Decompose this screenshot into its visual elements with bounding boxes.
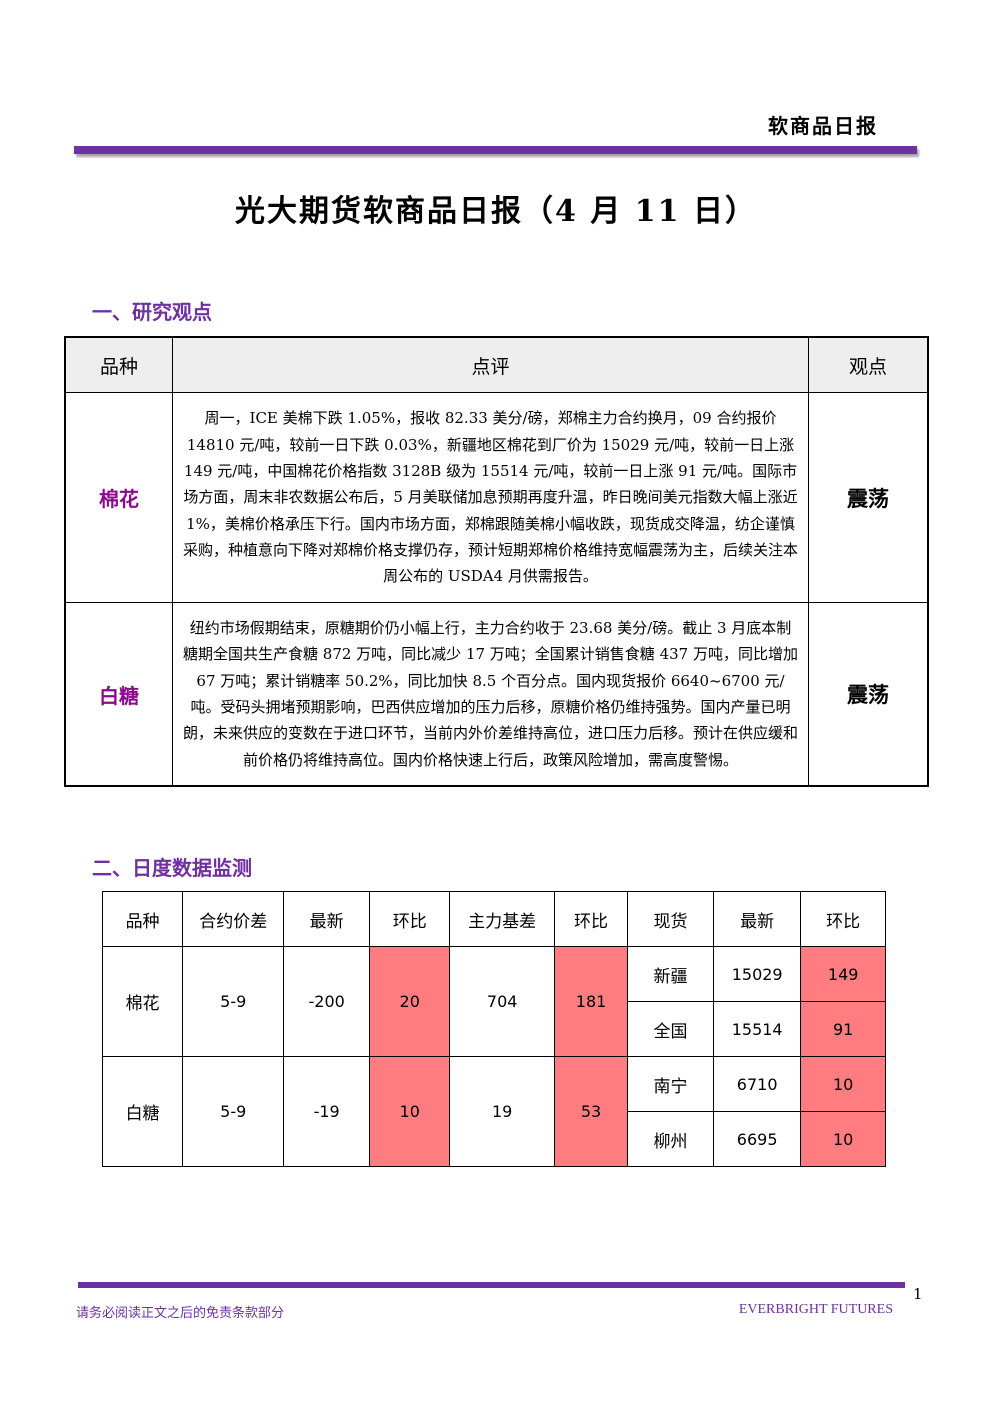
header-title: 软商品日报: [768, 114, 878, 138]
table-row: 柳州 6695 10: [103, 1111, 886, 1167]
header-divider: [74, 146, 917, 154]
column-header-basis-change: 环比: [553, 891, 629, 947]
column-header-spot-latest: 最新: [712, 891, 802, 947]
table-row: 全国 15514 91: [103, 1001, 886, 1057]
change-cell: 10: [369, 1056, 451, 1167]
table-row: 棉花 5-9 -200 20 704 181 新疆 15029 149: [101, 946, 886, 1057]
spot-name-cell: 全国: [627, 1001, 714, 1057]
opinion-cell: 震荡: [808, 602, 929, 787]
column-header-basis: 主力基差: [449, 891, 555, 947]
spot-latest-cell: 15029: [712, 946, 802, 1002]
spot-name-cell: 新疆: [627, 946, 714, 1002]
latest-cell: -200: [283, 946, 371, 1057]
spot-change-cell: 149: [800, 946, 886, 1002]
comment-cell: 纽约市场假期结束，原糖期价仍小幅上行，主力合约收于 23.68 美分/磅。截止 …: [172, 602, 809, 787]
variety-cell: 白糖: [101, 1056, 184, 1167]
variety-cell: 白糖: [64, 602, 173, 787]
change-cell: 20: [369, 946, 451, 1057]
spread-cell: 5-9: [182, 946, 285, 1057]
spot-name-cell: 柳州: [627, 1111, 714, 1167]
page-number: 1: [913, 1285, 923, 1303]
comment-cell: 周一，ICE 美棉下跌 1.05%，报收 82.33 美分/磅，郑棉主力合约换月…: [172, 392, 809, 603]
spot-change-cell: 10: [800, 1111, 886, 1167]
column-header-spot: 现货: [627, 891, 714, 947]
spot-latest-cell: 15514: [712, 1001, 802, 1057]
column-header-latest: 最新: [283, 891, 371, 947]
spot-latest-cell: 6710: [712, 1056, 802, 1112]
basis-change-cell: 53: [553, 1056, 629, 1167]
document-title: 光大期货软商品日报（4 月 11 日）: [235, 194, 757, 229]
footer-divider: [78, 1282, 905, 1288]
spot-change-cell: 91: [800, 1001, 886, 1057]
basis-cell: 19: [449, 1056, 555, 1167]
disclaimer-note: 请务必阅读正文之后的免责条款部分: [76, 1306, 285, 1321]
column-header-opinion: 观点: [808, 336, 929, 393]
spread-cell: 5-9: [182, 1056, 285, 1167]
basis-change-cell: 181: [553, 946, 629, 1057]
section-heading-daily-data: 二、日度数据监测: [92, 856, 252, 880]
latest-cell: -19: [283, 1056, 371, 1167]
table-row: 白糖 纽约市场假期结束，原糖期价仍小幅上行，主力合约收于 23.68 美分/磅。…: [64, 602, 929, 787]
table-header-row: 品种 合约价差 最新 环比 主力基差 环比 现货 最新 环比: [101, 891, 886, 947]
variety-cell: 棉花: [101, 946, 184, 1057]
column-header-variety: 品种: [64, 336, 173, 393]
table-row: 棉花 周一，ICE 美棉下跌 1.05%，报收 82.33 美分/磅，郑棉主力合…: [64, 392, 929, 603]
research-view-table: 品种 点评 观点 棉花 周一，ICE 美棉下跌 1.05%，报收 82.33 美…: [64, 336, 929, 787]
column-header-comment: 点评: [172, 336, 809, 393]
opinion-cell: 震荡: [808, 392, 929, 603]
table-header-row: 品种 点评 观点: [64, 336, 929, 393]
basis-cell: 704: [449, 946, 555, 1057]
spot-latest-cell: 6695: [712, 1111, 802, 1167]
column-header-variety: 品种: [101, 891, 184, 947]
column-header-spot-change: 环比: [800, 891, 886, 947]
table-row: 白糖 5-9 -19 10 19 53 南宁 6710 10: [101, 1056, 886, 1167]
column-header-spread: 合约价差: [182, 891, 285, 947]
spot-name-cell: 南宁: [627, 1056, 714, 1112]
section-heading-research: 一、研究观点: [92, 300, 212, 324]
company-name: EVERBRIGHT FUTURES: [738, 1302, 893, 1317]
spot-change-cell: 10: [800, 1056, 886, 1112]
daily-data-table: 品种 合约价差 最新 环比 主力基差 环比 现货 最新 环比 棉花 5-9 -2…: [101, 891, 886, 1167]
variety-cell: 棉花: [64, 392, 173, 603]
column-header-change: 环比: [369, 891, 451, 947]
